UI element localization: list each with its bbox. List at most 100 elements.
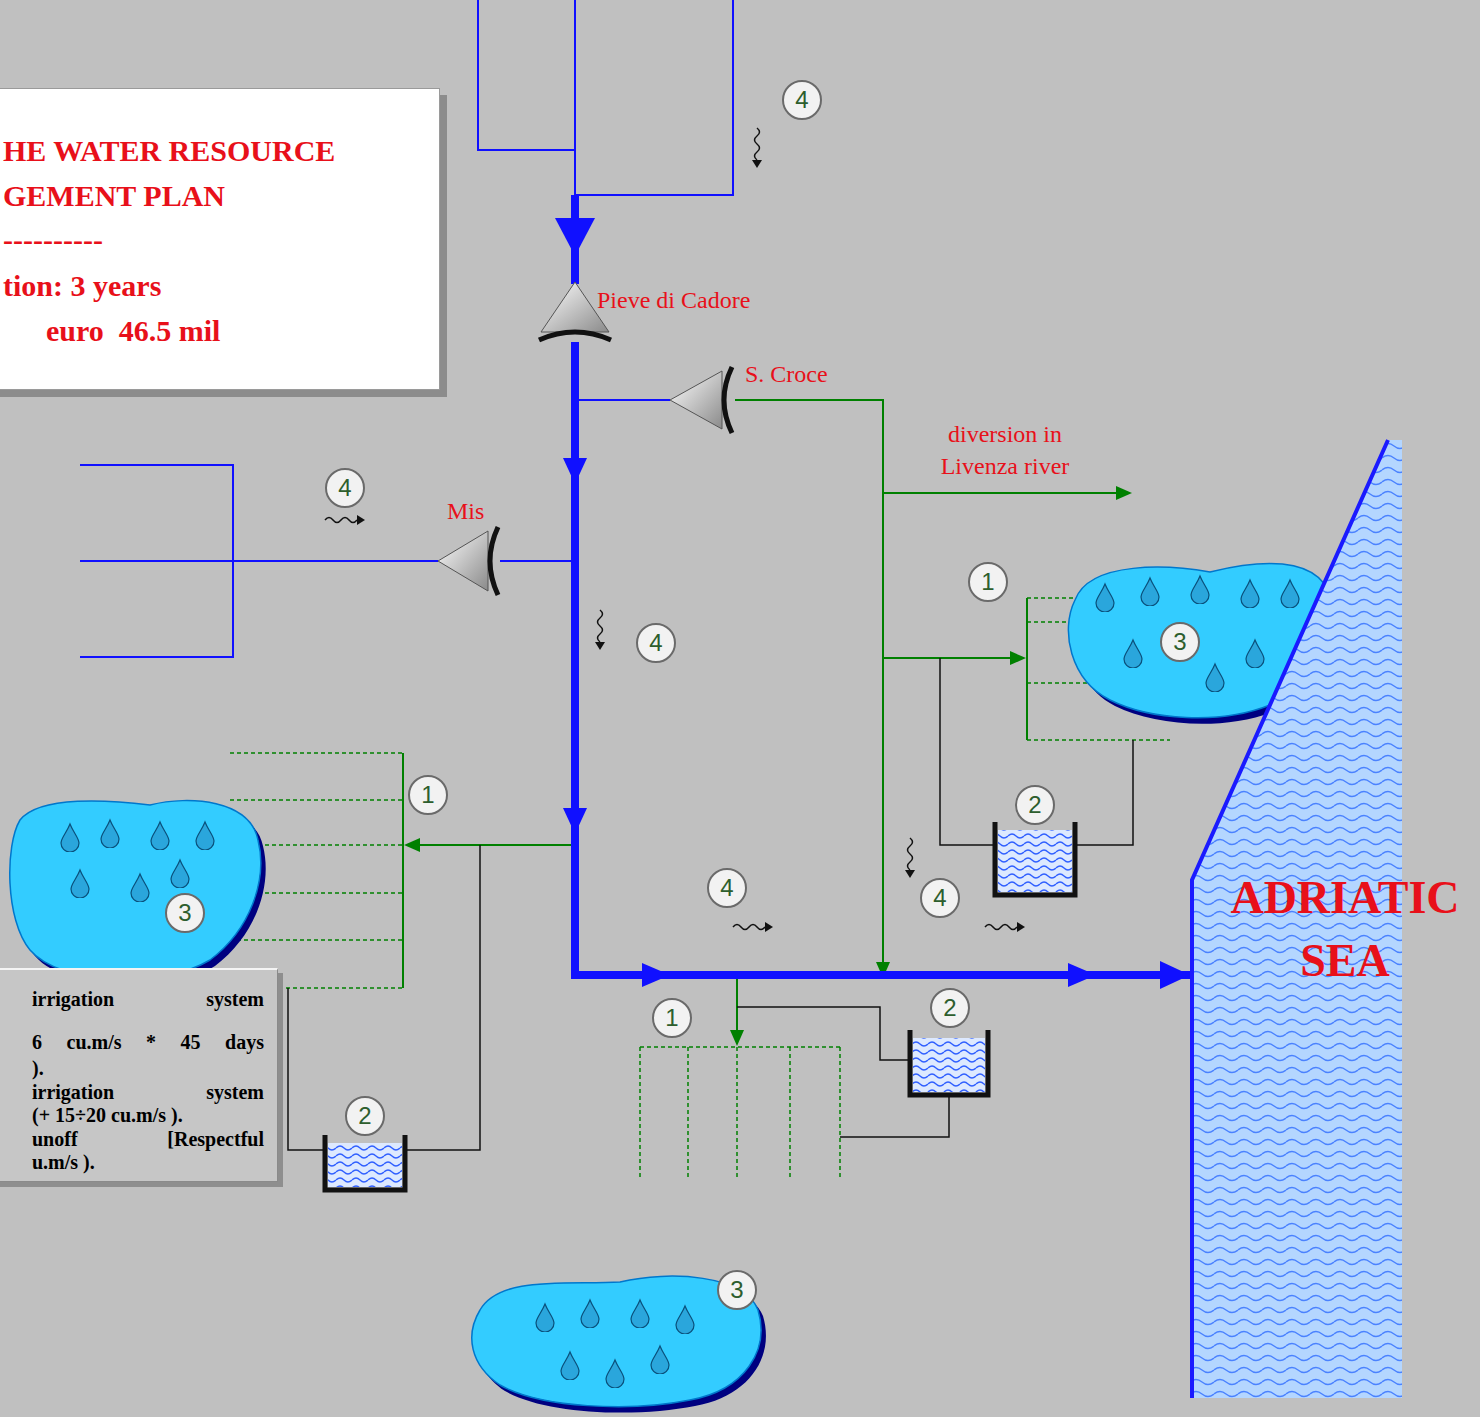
irrigation-line	[687, 1047, 689, 1180]
runoff-arrow	[1017, 922, 1025, 932]
water-drop	[101, 820, 119, 848]
callout-number: 3	[1173, 630, 1186, 654]
callout-number: 3	[730, 1278, 743, 1302]
catchment-line	[574, 0, 576, 200]
note-text: irrigation system	[32, 1080, 264, 1104]
canal-line	[883, 657, 1012, 659]
diversion-label: diversion in Livenza river	[920, 418, 1090, 482]
irrigation-line	[736, 1047, 738, 1180]
runoff-squiggle	[908, 838, 913, 870]
dam-symbol: Pieve di Cadore	[535, 280, 615, 342]
canal-line	[402, 753, 404, 988]
water-drop	[1241, 580, 1259, 608]
runoff-squiggle	[325, 518, 357, 523]
callout-number: 4	[933, 886, 946, 910]
pipe-line	[840, 1095, 949, 1137]
water-drop	[1141, 578, 1159, 606]
runoff-squiggle	[598, 610, 603, 642]
storage-tank	[325, 1135, 405, 1190]
water-drop	[1191, 576, 1209, 604]
water-drop	[131, 874, 149, 902]
note-text: ).	[32, 1056, 44, 1080]
callout-number: 2	[1028, 793, 1041, 817]
storage-tank	[910, 1030, 988, 1095]
title-text: ----------	[3, 223, 103, 257]
callout-number: 4	[720, 876, 733, 900]
water-drop	[606, 1360, 624, 1388]
canal-arrow	[1116, 486, 1132, 500]
pipe-line	[737, 1007, 910, 1060]
water-drop	[1246, 640, 1264, 668]
irrigation-line	[230, 939, 403, 941]
callout-number: 1	[665, 1006, 678, 1030]
dam-label: S. Croce	[745, 360, 828, 388]
storage-tank	[995, 822, 1075, 895]
runoff-arrow	[595, 642, 605, 650]
dam-outline	[668, 365, 736, 435]
note-text: (+ 15÷20 cu.m/s ).	[32, 1103, 183, 1127]
river-connector	[575, 342, 1190, 989]
irrigation-line	[230, 752, 403, 754]
callout-circle: 1	[408, 775, 448, 815]
dam-base	[724, 367, 732, 433]
tank-water	[913, 1038, 985, 1092]
irrigation-line	[640, 1046, 840, 1048]
canal-arrow	[730, 1030, 744, 1046]
title-text: euro 46.5 mil	[46, 314, 220, 348]
callout-number: 2	[943, 996, 956, 1020]
water-drop	[651, 1346, 669, 1374]
water-drop	[196, 822, 214, 850]
title-text: HE WATER RESOURCE	[3, 134, 335, 168]
dam-body	[670, 371, 722, 429]
pipe-line	[288, 988, 325, 1150]
note-text: 6 cu.m/s * 45 days	[32, 1030, 264, 1054]
title-text: GEMENT PLAN	[3, 179, 225, 213]
callout-number: 4	[795, 88, 808, 112]
water-drop	[561, 1352, 579, 1380]
tank-water	[998, 830, 1072, 892]
water-drop	[171, 860, 189, 888]
callout-circle: 4	[920, 878, 960, 918]
catchment-line	[575, 0, 733, 195]
sea-area: ADRIATIC SEA	[1190, 440, 1402, 1400]
pipe-line	[1075, 740, 1133, 845]
callout-circle: 3	[717, 1270, 757, 1310]
dam-label: Pieve di Cadore	[597, 286, 750, 314]
runoff-arrow	[765, 922, 773, 932]
water-drop	[71, 870, 89, 898]
callout-circle: 4	[636, 623, 676, 663]
note-box: irrigation system6 cu.m/s * 45 days).irr…	[0, 968, 278, 1182]
sea-label: ADRIATIC SEA	[1220, 866, 1470, 992]
irrigation-line	[230, 799, 403, 801]
dam-base	[490, 527, 498, 595]
water-drop	[1281, 580, 1299, 608]
irrigated-area	[10, 801, 261, 980]
canal-line	[736, 975, 738, 1032]
runoff-squiggle	[985, 925, 1017, 930]
callout-number: 1	[421, 783, 434, 807]
callout-circle: 4	[707, 868, 747, 908]
dam-symbol: S. Croce	[668, 365, 736, 435]
river-line	[500, 560, 575, 562]
note-text: u.m/s ).	[32, 1150, 95, 1174]
tank-water	[328, 1143, 402, 1187]
note-text: unoff [Respectful	[32, 1127, 264, 1151]
water-drop	[631, 1300, 649, 1328]
water-drop	[581, 1300, 599, 1328]
runoff-arrow	[752, 160, 762, 168]
callout-circle: 2	[345, 1096, 385, 1136]
irrigation-line	[789, 1047, 791, 1180]
catchment-line	[80, 560, 438, 562]
title-text: tion: 3 years	[3, 269, 161, 303]
canal-line	[735, 400, 883, 964]
callout-circle: 4	[325, 468, 365, 508]
callout-number: 3	[178, 901, 191, 925]
irrigation-line	[839, 1047, 841, 1180]
dam-symbol: Mis	[436, 525, 502, 597]
water-drop	[676, 1306, 694, 1334]
river-line	[575, 399, 670, 401]
river-line	[575, 342, 1190, 975]
callout-number: 4	[338, 476, 351, 500]
callout-circle: 1	[968, 562, 1008, 602]
